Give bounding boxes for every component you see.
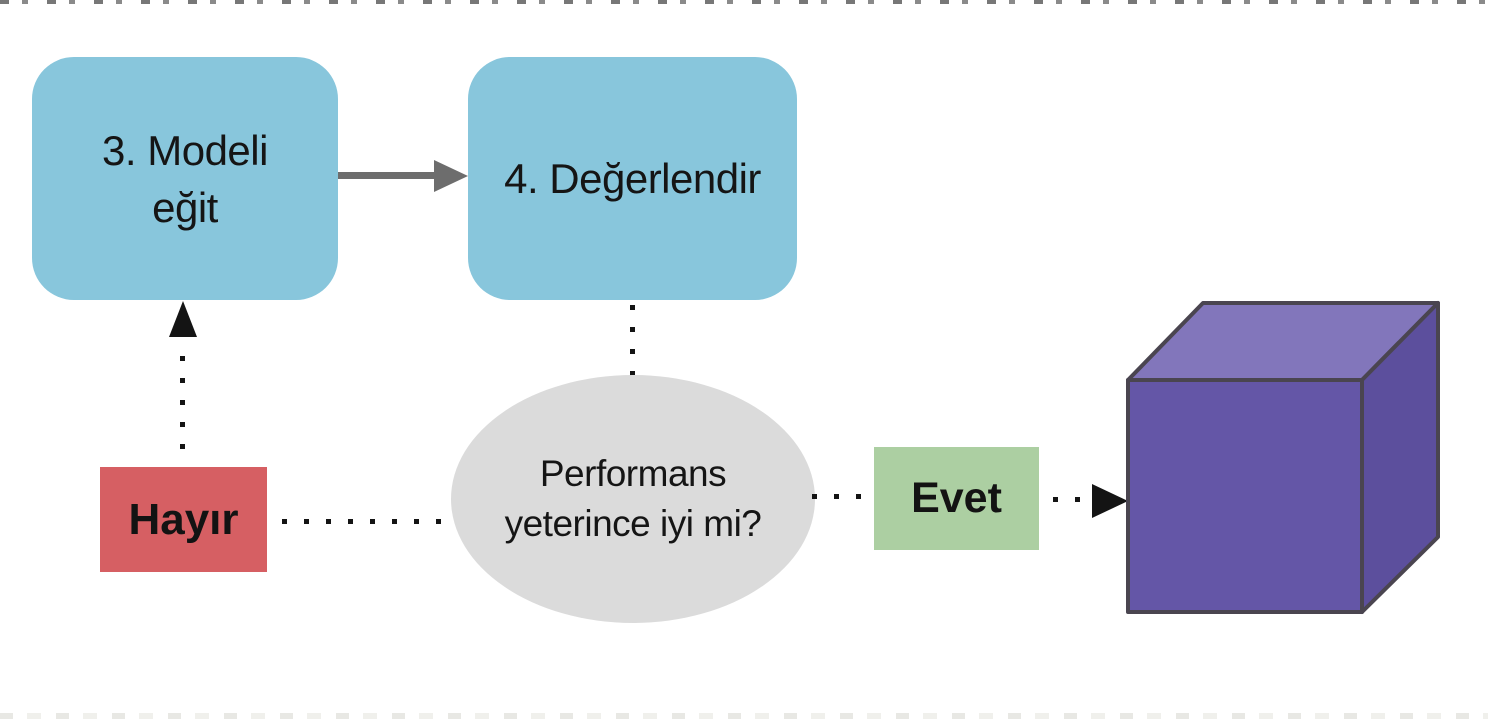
arrow-up-icon (169, 301, 197, 337)
node-evaluate: 4. Değerlendir (468, 57, 797, 300)
deployed-model-cube (1126, 301, 1440, 614)
node-train-model: 3. Modeli eğit (32, 57, 338, 300)
label-yes: Evet (874, 447, 1039, 550)
dotted-line-evaluate-to-decision (630, 305, 635, 376)
label-no-text: Hayır (128, 494, 239, 544)
dotted-line-yes-to-cube (1053, 497, 1082, 502)
arrow-train-to-evaluate-shaft (338, 172, 438, 179)
node-train-label-line2: eğit (152, 183, 218, 231)
decision-label-line1: Performans (539, 453, 727, 494)
dotted-line-decision-to-yes (812, 494, 861, 499)
arrow-right-icon (434, 160, 468, 192)
decision-label-line2: yeterince iyi mi? (504, 503, 762, 544)
dotted-line-decision-to-no (282, 519, 441, 524)
node-decision-performance: Performans yeterince iyi mi? (451, 375, 815, 623)
node-train-label: 3. Modeli eğit (102, 122, 268, 236)
top-edge-artifact (0, 0, 1488, 4)
node-evaluate-label: 4. Değerlendir (504, 155, 761, 202)
node-train-label-line1: 3. Modeli (102, 126, 268, 174)
label-no: Hayır (100, 467, 267, 572)
dotted-line-no-to-train (180, 356, 185, 449)
cube-front-face (1126, 378, 1364, 614)
arrow-right-black-icon (1092, 484, 1128, 518)
bottom-edge-artifact (0, 713, 1488, 719)
label-yes-text: Evet (911, 474, 1002, 522)
